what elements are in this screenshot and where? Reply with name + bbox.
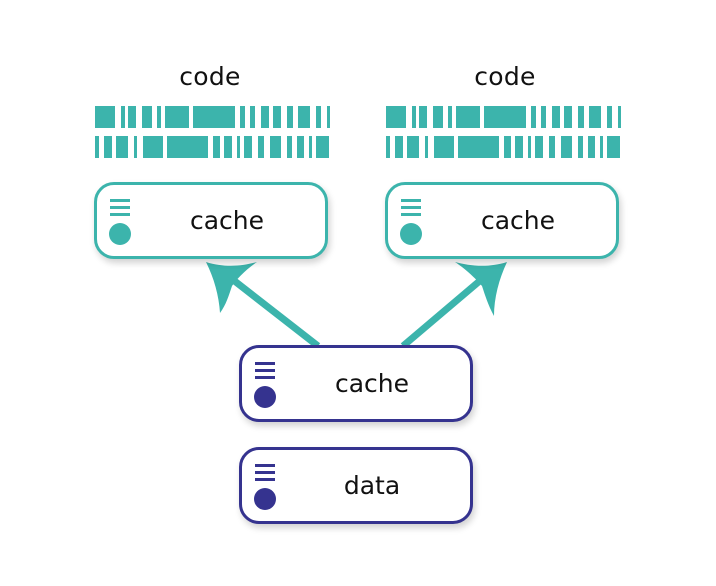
code-segment (315, 136, 329, 158)
server-icon (400, 197, 424, 245)
code-segment (617, 106, 621, 128)
code-segment (95, 136, 100, 158)
code-segment (552, 106, 560, 128)
code-segment (411, 106, 417, 128)
code-segment (540, 106, 547, 128)
code-block-left (95, 106, 330, 158)
code-segment (239, 106, 246, 128)
code-segment (577, 136, 584, 158)
code-segment (407, 136, 420, 158)
code-segment (103, 136, 112, 158)
code-segment (286, 136, 293, 158)
code-row (386, 136, 620, 158)
code-segment (95, 106, 116, 128)
code-segment (386, 136, 391, 158)
code-segment (448, 106, 452, 128)
code-segment (588, 106, 602, 128)
code-segment (286, 106, 294, 128)
code-segment (458, 136, 499, 158)
code-segment (425, 136, 429, 158)
code-segment (116, 136, 129, 158)
code-segment (484, 106, 527, 128)
code-segment (134, 136, 138, 158)
code-segment (236, 136, 240, 158)
code-segment (432, 106, 443, 128)
code-segment (296, 136, 305, 158)
code-segment (456, 106, 480, 128)
code-segment (599, 136, 603, 158)
code-segment (530, 106, 537, 128)
cache-node-top-left[interactable]: cache (94, 182, 328, 259)
node-label: cache (189, 206, 265, 235)
code-label-left: code (179, 62, 241, 91)
server-icon (254, 360, 278, 408)
code-segment (249, 106, 256, 128)
node-label: cache (334, 369, 410, 398)
server-icon (109, 197, 133, 245)
code-segment (142, 136, 163, 158)
code-segment (564, 106, 573, 128)
node-label: data (343, 471, 401, 500)
code-segment (548, 136, 556, 158)
code-segment (273, 106, 282, 128)
code-segment (297, 106, 311, 128)
cache-node-top-right[interactable]: cache (385, 182, 619, 259)
code-segment (606, 136, 620, 158)
code-segment (261, 106, 269, 128)
code-segment (315, 106, 322, 128)
server-icon (254, 462, 278, 510)
code-segment (504, 136, 511, 158)
code-row (386, 106, 621, 128)
code-segment (527, 136, 531, 158)
data-node-bottom[interactable]: data (239, 447, 473, 524)
code-segment (394, 136, 403, 158)
code-segment (386, 106, 407, 128)
code-segment (120, 106, 126, 128)
arrow-middle-to-top-right (400, 262, 507, 349)
code-segment (128, 106, 137, 128)
node-label: cache (480, 206, 556, 235)
code-segment (224, 136, 233, 158)
code-segment (141, 106, 152, 128)
cache-node-middle[interactable]: cache (239, 345, 473, 422)
code-segment (515, 136, 524, 158)
code-segment (577, 106, 585, 128)
code-row (95, 106, 330, 128)
code-segment (257, 136, 265, 158)
code-segment (433, 136, 454, 158)
code-label-right: code (474, 62, 536, 91)
code-segment (326, 106, 330, 128)
code-segment (535, 136, 544, 158)
code-segment (419, 106, 428, 128)
code-segment (167, 136, 208, 158)
code-row (95, 136, 329, 158)
code-segment (587, 136, 596, 158)
code-segment (269, 136, 282, 158)
code-segment (606, 106, 613, 128)
code-segment (213, 136, 220, 158)
code-segment (193, 106, 236, 128)
code-segment (560, 136, 573, 158)
code-segment (157, 106, 161, 128)
arrow-middle-to-top-left (206, 262, 321, 349)
code-segment (244, 136, 253, 158)
code-block-right (386, 106, 621, 158)
code-segment (165, 106, 189, 128)
code-segment (308, 136, 312, 158)
